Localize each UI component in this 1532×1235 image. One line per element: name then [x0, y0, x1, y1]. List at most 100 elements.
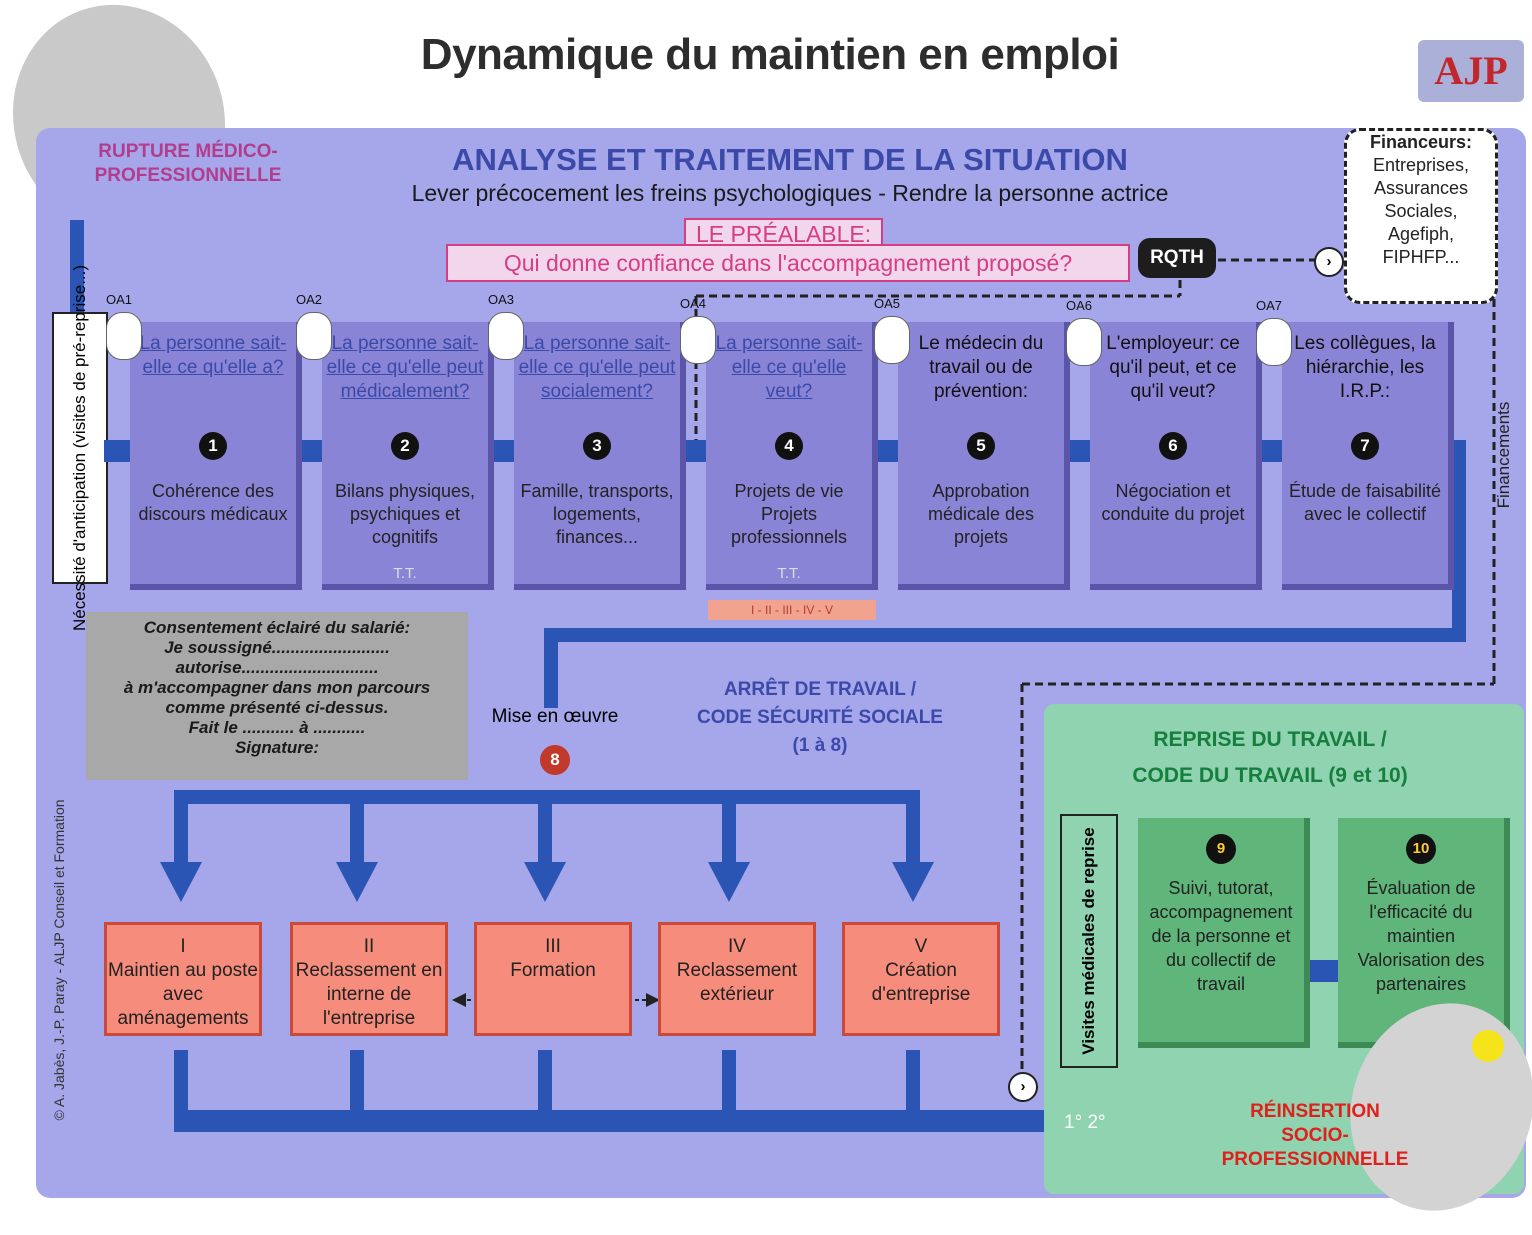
step-description: Projets de vie Projets professionnels	[730, 481, 848, 547]
consent-line: Consentement éclairé du salarié:	[143, 618, 411, 637]
step-tt-label: T.T.	[393, 565, 417, 582]
visites-ordinal: 1° 2°	[1064, 1112, 1106, 1133]
consent-line: Je soussigné.........................	[164, 638, 390, 657]
step-number: 7	[1351, 432, 1379, 460]
analyse-subtitle: Lever précocement les freins psychologiq…	[411, 180, 1169, 206]
step-description: Négociation et conduite du projet	[1101, 481, 1245, 524]
reprise-title: REPRISE DU TRAVAIL / CODE DU TRAVAIL (9 …	[1060, 722, 1480, 794]
step-description: Étude de faisabilité avec le collectif	[1288, 481, 1442, 524]
consent-line: Fait le ........... à ...........	[188, 718, 366, 737]
reinsertion-label: RÉINSERTION SOCIO-PROFESSIONNELLE	[1221, 1101, 1409, 1170]
oa-pill	[296, 312, 332, 360]
analyse-title: ANALYSE ET TRAITEMENT DE LA SITUATION	[452, 142, 1128, 177]
oa-label: OA6	[1066, 298, 1093, 313]
step-question: La personne sait-elle ce qu'elle peut so…	[518, 333, 676, 402]
financeurs-box: Financeurs: Entreprises, Assurances Soci…	[1344, 128, 1498, 304]
step-number: 2	[391, 432, 419, 460]
oa-pill	[680, 316, 716, 364]
rqth-badge: RQTH	[1138, 238, 1216, 278]
outcome-reclassement-exterieur: IV Reclassement extérieur	[658, 922, 816, 1036]
step-number: 4	[775, 432, 803, 460]
chevron-right-icon: ›	[1008, 1072, 1038, 1102]
oa-pill	[874, 316, 910, 364]
outcome-formation: III Formation	[474, 922, 632, 1036]
financeurs-line: Sociales,	[1384, 201, 1458, 221]
mise-en-oeuvre-label: Mise en œuvre	[491, 706, 619, 727]
ajp-logo: AJP	[1418, 40, 1524, 102]
financeurs-line: FIPHFP...	[1382, 247, 1460, 267]
visites-box: Visites médicales de reprise	[1060, 814, 1118, 1068]
outcome-maintien: I Maintien au poste avec aménagements	[104, 922, 262, 1036]
step-number: 5	[967, 432, 995, 460]
outcome-label: Reclassement extérieur	[676, 960, 798, 1005]
financeurs-line: Agefiph,	[1387, 224, 1455, 244]
step-number: 10	[1406, 834, 1436, 864]
financeurs-heading: Financeurs:	[1369, 132, 1473, 152]
financeurs-line: Entreprises,	[1372, 155, 1470, 175]
step-8-number: 8	[540, 745, 570, 775]
arret-label: ARRÊT DE TRAVAIL / CODE SÉCURITÉ SOCIALE…	[680, 676, 960, 760]
step-2: La personne sait-elle ce qu'elle peut mé…	[322, 322, 494, 590]
sun-icon	[1472, 1030, 1504, 1062]
oa-pill	[488, 312, 524, 360]
outcome-roman: II	[363, 936, 375, 957]
step-question: Les collègues, la hiérarchie, les I.R.P.…	[1294, 333, 1436, 402]
financements-label: Financements	[1494, 401, 1513, 509]
step-description: Approbation médicale des projets	[927, 481, 1035, 547]
step-tt-label: T.T.	[777, 565, 801, 582]
necessite-box: Nécessité d'anticipation (visites de pré…	[52, 265, 108, 631]
consent-line: comme présenté ci-dessus.	[165, 698, 389, 717]
visites-label: Visites médicales de reprise	[1079, 827, 1098, 1055]
step-description: Suivi, tutorat, accompagnement de la per…	[1149, 878, 1293, 994]
copyright-box: © A. Jabès, J.-P. Paray - ALJP Conseil e…	[30, 740, 88, 1180]
green-connector	[1304, 960, 1344, 982]
step-question: L'employeur: ce qu'il peut, et ce qu'il …	[1106, 333, 1240, 402]
step-6: L'employeur: ce qu'il peut, et ce qu'il …	[1090, 322, 1262, 590]
oa-label: OA2	[296, 292, 323, 307]
step-number: 6	[1159, 432, 1187, 460]
oa-pill	[1066, 318, 1102, 366]
arret-line: CODE SÉCURITÉ SOCIALE	[697, 707, 943, 728]
arret-line: ARRÊT DE TRAVAIL /	[723, 679, 917, 700]
oa-pill	[1256, 318, 1292, 366]
step-question: La personne sait-elle ce qu'elle veut?	[715, 333, 863, 402]
outcome-roman: IV	[728, 936, 746, 957]
step-number: 3	[583, 432, 611, 460]
necessite-label: Nécessité d'anticipation (visites de pré…	[70, 264, 89, 632]
step-description: Bilans physiques, psychiques et cognitif…	[334, 481, 476, 547]
financements-box: Financements	[1486, 330, 1522, 580]
consent-box: Consentement éclairé du salarié: Je sous…	[86, 612, 468, 780]
outcome-reclassement-interne: II Reclassement en interne de l'entrepri…	[290, 922, 448, 1036]
consent-line: à m'accompagner dans mon parcours	[123, 678, 431, 697]
step-4: La personne sait-elle ce qu'elle veut? 4…	[706, 322, 878, 590]
rupture-label: RUPTURE MÉDICO-PROFESSIONNELLE	[94, 141, 282, 186]
oa-label: OA1	[106, 292, 133, 307]
step-1: La personne sait-elle ce qu'elle a? 1 Co…	[130, 322, 302, 590]
copyright-label: © A. Jabès, J.-P. Paray - ALJP Conseil e…	[51, 799, 67, 1121]
step-question: Le médecin du travail ou de prévention:	[918, 333, 1044, 402]
step-description: Évaluation de l'efficacité du maintien V…	[1357, 878, 1485, 994]
consent-line: Signature:	[234, 738, 320, 757]
roman-numeral-bar: I - II - III - IV - V	[708, 600, 876, 620]
step-5: Le médecin du travail ou de prévention: …	[898, 322, 1070, 590]
step-question: La personne sait-elle ce qu'elle a?	[139, 333, 287, 378]
oa-label: OA5	[874, 296, 901, 311]
oa-label: OA3	[488, 292, 515, 307]
outcome-roman: V	[914, 936, 928, 957]
outcome-label: Création d'entreprise	[871, 960, 971, 1005]
outcome-roman: I	[180, 936, 186, 957]
oa-pill	[106, 312, 142, 360]
page-title: Dynamique du maintien en emploi	[420, 30, 1120, 79]
reprise-line: REPRISE DU TRAVAIL /	[1153, 728, 1387, 751]
step-7: Les collègues, la hiérarchie, les I.R.P.…	[1282, 322, 1454, 590]
step-description: Cohérence des discours médicaux	[138, 481, 288, 524]
outcome-label: Reclassement en interne de l'entreprise	[295, 960, 443, 1029]
step-3: La personne sait-elle ce qu'elle peut so…	[514, 322, 686, 590]
oa-label: OA4	[680, 296, 707, 311]
outcome-creation: V Création d'entreprise	[842, 922, 1000, 1036]
prealable-question: Qui donne confiance dans l'accompagnemen…	[446, 244, 1130, 282]
step-description: Famille, transports, logements, finances…	[520, 481, 674, 547]
consent-line: autorise.............................	[175, 658, 379, 677]
oa-label: OA7	[1256, 298, 1283, 313]
